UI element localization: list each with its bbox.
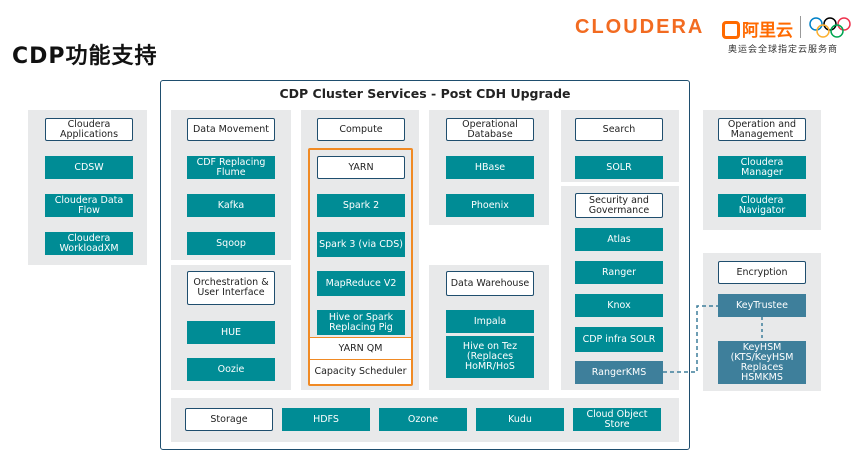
mapreduce-v2-box: MapReduce V2 [317,271,405,296]
data-warehouse-header: Data Warehouse [446,271,534,296]
cloudera-data-flow-box: Cloudera Data Flow [45,194,133,217]
phoenix-box: Phoenix [446,194,534,217]
ozone-box: Ozone [379,408,467,431]
atlas-box: Atlas [575,228,663,251]
spark2-box: Spark 2 [317,194,405,217]
hue-box: HUE [187,321,275,344]
cloud-object-store-box: Cloud Object Store [573,408,661,431]
operation-management-header: Operation and Management [718,118,806,141]
ranger-kms-box: RangerKMS [575,361,663,384]
search-header: Search [575,118,663,141]
aliyun-logo: 阿里云 [722,16,793,41]
impala-box: Impala [446,310,534,333]
hive-on-tez-box: Hive on Tez (Replaces HoMR/HoS [446,336,534,378]
kudu-box: Kudu [476,408,564,431]
operational-database-header: Operational Database [446,118,534,141]
aliyun-bracket-icon [722,21,740,39]
security-header: Security and Govermance [575,193,663,218]
kafka-box: Kafka [187,194,275,217]
logo-divider [800,16,801,38]
orchestration-header: Orchestration & User Interface [187,271,275,305]
cloudera-logo: CLOUDERA [575,16,705,38]
hdfs-box: HDFS [282,408,370,431]
solr-box: SOLR [575,156,663,179]
yarn-group-frame [308,148,413,386]
yarn-header: YARN [317,156,405,179]
cdf-replacing-flume-box: CDF Replacing Flume [187,156,275,179]
cloudera-manager-box: Cloudera Manager [718,156,806,179]
hive-spark-replacing-pig-box: Hive or Spark Replacing Pig [317,310,405,335]
spark3-box: Spark 3 (via CDS) [317,232,405,257]
page-title: CDP功能支持 [12,44,158,69]
aliyun-label: 阿里云 [742,21,793,41]
ranger-box: Ranger [575,261,663,284]
cloudera-workloadxm-box: Cloudera WorkloadXM [45,232,133,255]
security-panel [561,186,679,390]
knox-box: Knox [575,294,663,317]
cluster-title: CDP Cluster Services - Post CDH Upgrade [279,86,571,101]
cloudera-navigator-box: Cloudera Navigator [718,194,806,217]
rangerkms-keytrustee-connector [663,305,718,373]
storage-header: Storage [185,408,273,431]
compute-header: Compute [317,118,405,141]
sqoop-box: Sqoop [187,232,275,255]
capacity-scheduler-box: Capacity Scheduler [310,359,411,384]
data-movement-header: Data Movement [187,118,275,141]
yarn-qm-box: YARN QM [310,337,411,359]
encryption-header: Encryption [718,261,806,284]
sponsor-caption: 奥运会全球指定云服务商 [728,45,839,55]
keytrustee-box: KeyTrustee [718,294,806,317]
keyhsm-box: KeyHSM (KTS/KeyHSM Replaces HSMKMS [718,341,806,384]
olympic-rings-icon [809,17,851,38]
cdsw-box: CDSW [45,156,133,179]
cdp-infra-solr-box: CDP infra SOLR [575,327,663,352]
cloudera-applications-header: Cloudera Applications [45,118,133,141]
hbase-box: HBase [446,156,534,179]
oozie-box: Oozie [187,358,275,381]
